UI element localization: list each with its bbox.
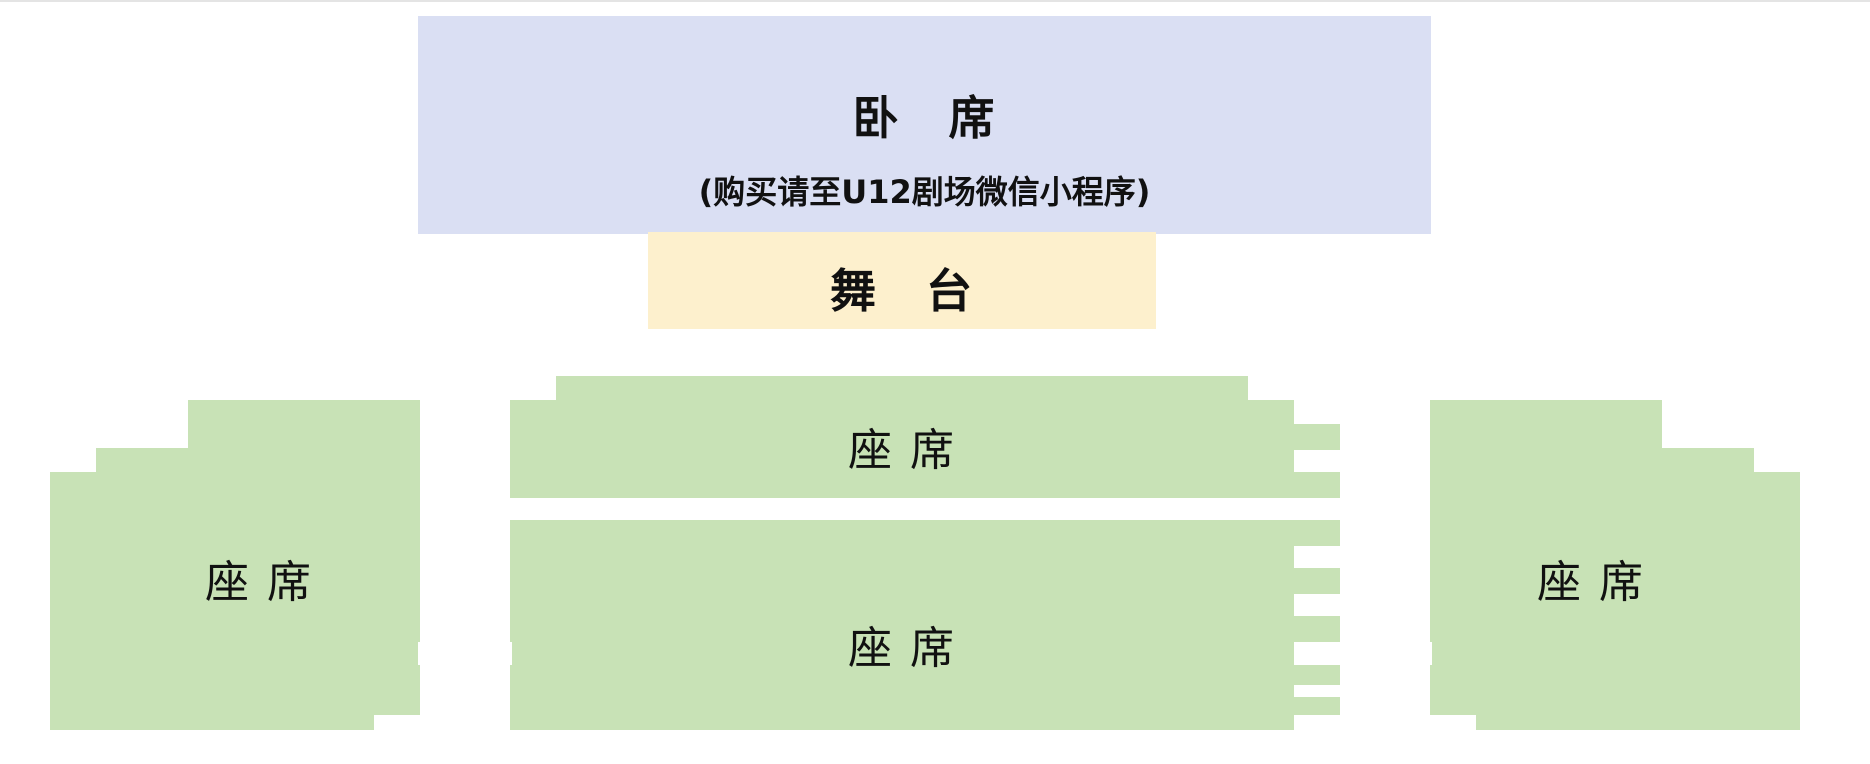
seat-label-center-front: 座 席 bbox=[848, 425, 956, 476]
seat-block-right-mid bbox=[1432, 640, 1800, 667]
seat-block-center-rear-row5 bbox=[510, 616, 1340, 642]
seat-block-center-rear-row8 bbox=[510, 683, 1294, 699]
seat-block-center-rear-row10 bbox=[510, 713, 1294, 730]
stage-title: 舞 台 bbox=[830, 264, 974, 318]
seat-block-right-top bbox=[1430, 400, 1662, 450]
seat-label-left: 座 席 bbox=[205, 557, 313, 608]
seat-block-center-front-row2 bbox=[510, 424, 1340, 450]
lie-seat-block bbox=[418, 16, 1431, 234]
seat-block-center-front-row4 bbox=[510, 472, 1340, 498]
seat-block-center-rear-row3 bbox=[510, 568, 1340, 594]
lie-seat-title: 卧 席 bbox=[852, 91, 997, 145]
seat-label-right: 座 席 bbox=[1537, 557, 1645, 608]
top-divider bbox=[0, 0, 1870, 2]
seat-block-right-lower bbox=[1430, 665, 1800, 715]
seat-block-center-rear-row4 bbox=[510, 592, 1294, 618]
seat-block-center-rear-row7 bbox=[510, 665, 1340, 685]
seat-block-left-lower bbox=[50, 665, 420, 715]
stage-block bbox=[648, 232, 1156, 329]
seat-block-left-step bbox=[96, 448, 420, 474]
seat-block-left-bottom bbox=[50, 713, 374, 730]
seat-block-center-rear-row9 bbox=[510, 697, 1340, 715]
seat-block-right-main bbox=[1430, 472, 1800, 642]
seat-block-center-rear-row6 bbox=[512, 640, 1294, 667]
seat-block-left-top bbox=[188, 400, 420, 450]
lie-seat-purchase-note: (购买请至U12剧场微信小程序) bbox=[698, 173, 1151, 211]
seat-block-left-mid bbox=[50, 640, 418, 667]
seat-block-center-front-top bbox=[556, 376, 1248, 402]
seat-block-right-step bbox=[1430, 448, 1754, 474]
seat-label-center-rear: 座 席 bbox=[848, 623, 956, 674]
seat-block-center-front-row3 bbox=[510, 448, 1294, 474]
seat-block-right-bottom bbox=[1476, 713, 1800, 730]
seat-block-center-front-row1 bbox=[510, 400, 1294, 426]
seat-block-center-rear-row1 bbox=[510, 520, 1340, 546]
seat-block-left-main bbox=[50, 472, 420, 642]
seat-block-center-rear-row2 bbox=[510, 544, 1294, 570]
